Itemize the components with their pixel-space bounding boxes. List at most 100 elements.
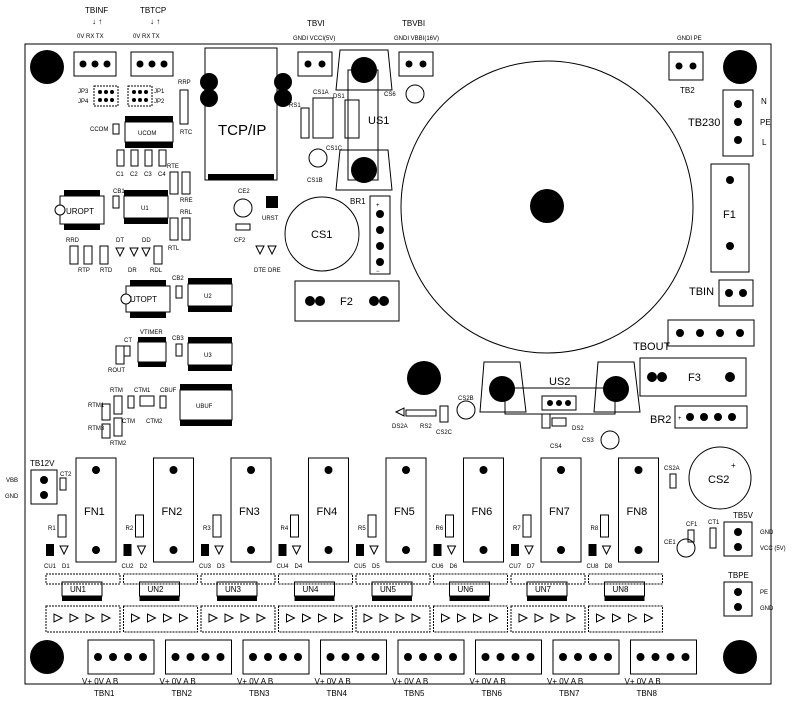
terminal-pin — [326, 653, 335, 661]
rtm3-label: RTM3 — [88, 426, 105, 432]
terminal-pins-label: V+ 0V A B — [625, 677, 661, 686]
fuse-pin — [557, 466, 565, 474]
fuse-holder — [308, 457, 349, 563]
tbvi-pins: GNDI VCCI(5V) — [293, 36, 335, 42]
fuse-label: FN1 — [84, 506, 105, 518]
capacitor-label: CU7 — [509, 564, 522, 570]
gndi-pe-pins: GNDI PE — [677, 36, 702, 42]
terminal-pin — [434, 653, 442, 661]
c4-label: C4 — [158, 172, 166, 178]
fuse-holder — [540, 457, 582, 563]
cs2c-label: CS2C — [436, 430, 453, 436]
tvs-diode — [644, 613, 654, 623]
led — [291, 545, 302, 556]
us2-label: US2 — [549, 376, 570, 388]
terminal-block — [397, 639, 465, 675]
cs2-cap — [688, 446, 752, 510]
terminal-label: TBN1 — [94, 689, 115, 698]
un-label: UN2 — [148, 585, 165, 594]
terminal-pin — [496, 653, 505, 661]
terminal-pin — [356, 653, 365, 661]
diode-strip — [510, 605, 586, 633]
br1-bridge — [369, 195, 391, 275]
terminal-pin — [589, 653, 597, 661]
c1-label: C1 — [116, 172, 124, 178]
ds2-header — [541, 395, 577, 411]
led-label: D5 — [372, 564, 380, 570]
tb2-label: TB2 — [680, 86, 695, 95]
rtm-cluster-parts — [101, 395, 167, 439]
ctm2-label: CTM2 — [146, 419, 163, 425]
ubuf-label: UBUF — [196, 404, 213, 410]
terminal-pins-label: V+ 0V A B — [547, 677, 583, 686]
tbvbi-pins: GNDI VBBI(16V) — [394, 36, 439, 42]
ds1-diode — [344, 99, 360, 139]
component-strip — [123, 573, 198, 585]
ucom-label: UCOM — [138, 131, 156, 137]
diode-strip — [433, 605, 508, 633]
un-chip-pins — [62, 596, 102, 601]
rtl-label: RTL — [168, 246, 180, 252]
cf2-label: CF2 — [234, 238, 246, 244]
tbinf-arrows: ↓ ↑ — [92, 17, 102, 26]
terminal-block — [552, 639, 620, 675]
resistor-label: R3 — [203, 526, 211, 532]
terminal-label: TBN8 — [637, 689, 658, 698]
terminal-label: TBN5 — [404, 689, 425, 698]
tvs-diode — [147, 613, 157, 623]
us1-regulator — [335, 49, 393, 191]
utopt-label: UTOPT — [130, 295, 157, 304]
terminal-pin — [186, 653, 195, 661]
ce1-cap — [676, 538, 696, 558]
resistor — [367, 514, 377, 538]
tvs-diode — [612, 613, 622, 623]
terminal-pin — [341, 653, 350, 661]
capacitor — [123, 544, 132, 556]
fuse-holder — [75, 457, 117, 563]
cs2-label: CS2 — [708, 474, 729, 486]
terminal-label: TBN2 — [172, 689, 193, 698]
ctm-label: CTM — [122, 419, 135, 425]
cs6-cap — [405, 84, 425, 104]
fuse-pin — [247, 546, 255, 554]
tbin-label: TBIN — [689, 286, 714, 298]
dr-label: DR — [128, 268, 137, 274]
tvs-diode — [85, 613, 96, 623]
terminal-block — [87, 639, 155, 675]
resistor — [290, 514, 299, 538]
ct2-label: CT2 — [60, 472, 72, 478]
fuse-holder — [463, 457, 504, 563]
mounting-hole-bl — [30, 640, 64, 674]
tbout-label: TBOUT — [633, 341, 671, 353]
terminal-block — [165, 639, 232, 675]
br2-plus: + — [678, 416, 682, 422]
dte-label: DTE — [254, 268, 266, 274]
terminal-pin — [419, 653, 427, 661]
cs1b-label: CS1B — [307, 178, 323, 184]
tvs-diode — [334, 613, 344, 623]
rrd-label: RRD — [66, 238, 80, 244]
terminal-tbvbi — [398, 51, 434, 77]
tb12v-label: TB12V — [30, 459, 55, 468]
tvs-diode — [473, 613, 483, 623]
component-strip — [588, 573, 663, 585]
component-strip — [510, 573, 586, 585]
rtp-label: RTP — [78, 268, 90, 274]
terminal-pin — [636, 653, 645, 661]
fuse-pin — [634, 466, 643, 474]
tvs-diode — [411, 613, 422, 623]
un-label: UN5 — [380, 585, 397, 594]
terminal-pin — [481, 653, 490, 661]
urst-label: URST — [262, 216, 279, 222]
ccom-cap — [112, 123, 120, 135]
cs1b-cap — [308, 148, 328, 168]
br1-label: BR1 — [350, 197, 366, 206]
diode-strip — [278, 605, 353, 633]
tb230-pe: PE — [760, 118, 771, 127]
terminal-pin — [666, 653, 675, 661]
resistors-rte-rre — [169, 171, 191, 195]
terminal-tb230 — [722, 89, 754, 157]
cs2a-label: CS2A — [664, 466, 680, 472]
